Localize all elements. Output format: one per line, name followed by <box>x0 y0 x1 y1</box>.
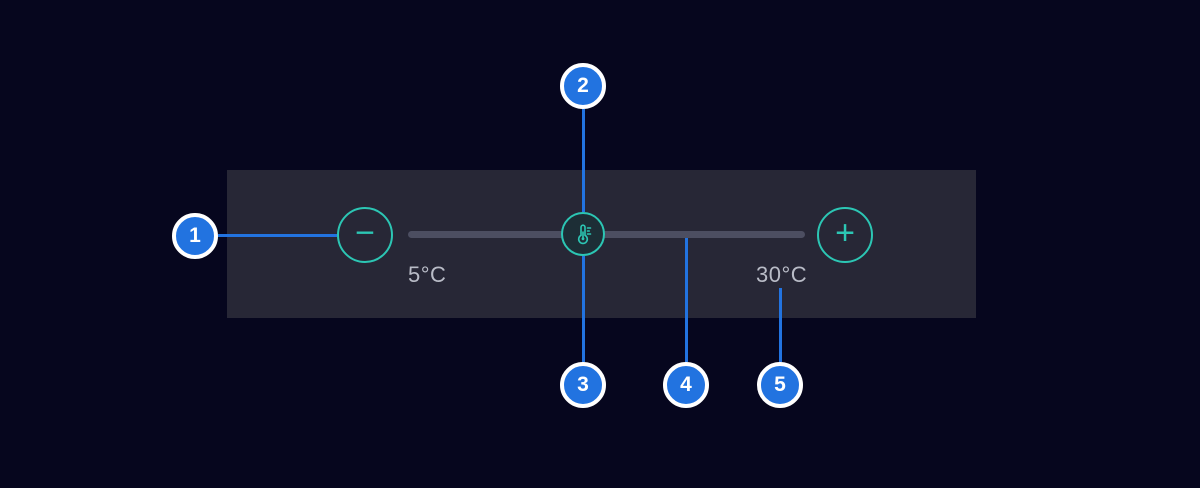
callout-line-3 <box>582 256 585 362</box>
thermometer-icon <box>577 224 592 245</box>
callout-number-2: 2 <box>577 74 589 97</box>
temperature-slider-track[interactable] <box>408 231 805 238</box>
callout-number-5: 5 <box>774 373 786 396</box>
callout-badge-2: 2 <box>560 63 606 109</box>
callout-badge-5: 5 <box>757 362 803 408</box>
callout-number-1: 1 <box>189 224 201 247</box>
callout-number-3: 3 <box>577 373 589 396</box>
callout-line-1 <box>218 234 337 237</box>
callout-line-2 <box>582 109 585 212</box>
callout-line-5 <box>779 288 782 362</box>
callout-badge-1: 1 <box>172 213 218 259</box>
minus-icon: − <box>355 214 375 252</box>
max-temperature-label: 30°C <box>756 262 808 287</box>
plus-icon: + <box>835 214 855 252</box>
temperature-control-panel: − + 5°C 30°C <box>227 170 976 318</box>
callout-number-4: 4 <box>680 373 692 396</box>
callout-line-4 <box>685 238 688 362</box>
callout-badge-3: 3 <box>560 362 606 408</box>
temperature-slider-thumb[interactable] <box>561 212 605 256</box>
decrease-temperature-button[interactable]: − <box>337 207 393 263</box>
min-temperature-label: 5°C <box>408 262 447 287</box>
increase-temperature-button[interactable]: + <box>817 207 873 263</box>
callout-badge-4: 4 <box>663 362 709 408</box>
